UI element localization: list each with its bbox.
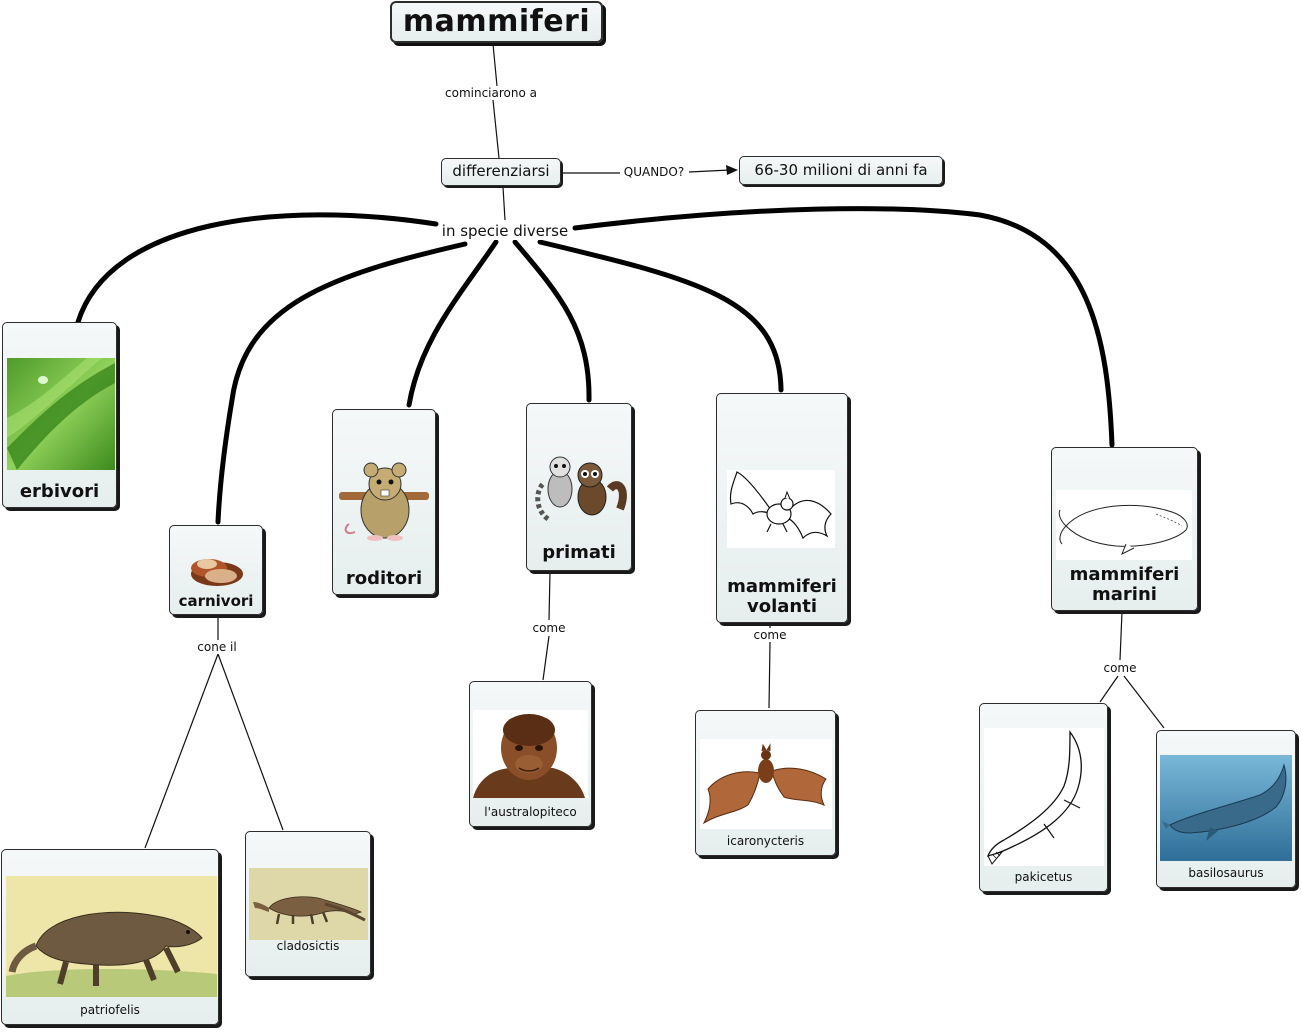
australopiteco-image bbox=[473, 710, 588, 798]
node-mammiferi-volanti[interactable]: mammiferi volanti bbox=[716, 393, 848, 623]
volanti-label: mammiferi volanti bbox=[727, 575, 837, 618]
carnivori-label: carnivori bbox=[178, 591, 254, 610]
roditori-label: roditori bbox=[345, 568, 423, 590]
node-basilosaurus[interactable]: basilosaurus bbox=[1156, 730, 1296, 888]
node-patriofelis[interactable]: patriofelis bbox=[1, 849, 219, 1025]
node-pakicetus[interactable]: pakicetus bbox=[979, 703, 1108, 892]
link-marini-come bbox=[1119, 611, 1123, 661]
node-carnivori[interactable]: carnivori bbox=[169, 525, 263, 615]
rodent-image bbox=[339, 462, 429, 541]
cladosictis-image bbox=[249, 868, 368, 940]
branch-roditori bbox=[406, 239, 499, 408]
basilosaurus-image bbox=[1160, 755, 1292, 861]
grass-image bbox=[7, 358, 115, 470]
basilosaurus-label: basilosaurus bbox=[1188, 866, 1264, 881]
icaronycteris-image bbox=[700, 739, 832, 829]
branch-volanti bbox=[537, 239, 784, 393]
arrow-head bbox=[726, 165, 738, 175]
differenziarsi-label: differenziarsi bbox=[452, 162, 550, 181]
link-label-cone-il: cone il bbox=[195, 640, 239, 654]
patriofelis-image bbox=[6, 876, 217, 997]
link-quando-period bbox=[688, 169, 731, 173]
link-cone-cladosictis bbox=[217, 653, 284, 831]
icaronycteris-label: icaronycteris bbox=[726, 834, 805, 849]
branch-erbivori bbox=[75, 212, 439, 325]
link-label-come-marini: come bbox=[1101, 661, 1139, 675]
node-primati[interactable]: primati bbox=[526, 403, 632, 571]
link-differenziarsi-specie bbox=[502, 186, 506, 221]
link-come-australopiteco bbox=[542, 635, 550, 681]
page-title: mammiferi bbox=[402, 3, 591, 39]
title-node[interactable]: mammiferi bbox=[390, 1, 603, 43]
node-erbivori[interactable]: erbivori bbox=[2, 322, 117, 508]
erbivori-label: erbivori bbox=[19, 481, 100, 503]
node-australopiteco[interactable]: l'australopiteco bbox=[469, 681, 592, 827]
link-label-come-primati: come bbox=[530, 621, 568, 635]
link-come-basilosaurus bbox=[1123, 675, 1165, 729]
whale-drawing-image bbox=[1056, 490, 1192, 560]
primati-label: primati bbox=[542, 542, 616, 564]
link-label-quando: QUANDO? bbox=[621, 165, 687, 179]
marini-label: mammiferi marini bbox=[1069, 563, 1180, 606]
lemur-image bbox=[535, 456, 627, 522]
bat-drawing-image bbox=[727, 470, 835, 548]
meat-image bbox=[191, 559, 243, 586]
node-roditori[interactable]: roditori bbox=[332, 409, 436, 595]
link-primati-come bbox=[548, 571, 551, 621]
patriofelis-label: patriofelis bbox=[80, 1003, 140, 1018]
link-cone-patriofelis bbox=[144, 653, 219, 849]
link-cominciarono-differenziarsi bbox=[492, 99, 500, 159]
node-time-period[interactable]: 66-30 milioni di anni fa bbox=[739, 156, 943, 185]
link-come-icaronycteris bbox=[768, 641, 771, 709]
node-cladosictis[interactable]: cladosictis bbox=[245, 831, 371, 977]
link-label-come-volanti: come bbox=[751, 628, 789, 642]
time-period-label: 66-30 milioni di anni fa bbox=[754, 160, 928, 179]
branch-carnivori bbox=[215, 241, 468, 525]
hub-label-in-specie: in specie diverse bbox=[439, 222, 571, 240]
node-differenziarsi[interactable]: differenziarsi bbox=[441, 158, 561, 186]
node-mammiferi-marini[interactable]: mammiferi marini bbox=[1051, 447, 1198, 611]
link-title-cominciarono bbox=[492, 43, 498, 87]
link-come-pakicetus bbox=[1099, 675, 1119, 703]
branch-primati bbox=[512, 239, 592, 403]
pakicetus-image bbox=[984, 728, 1104, 866]
australopiteco-label: l'australopiteco bbox=[484, 805, 577, 820]
link-label-cominciarono: cominciarono a bbox=[443, 86, 539, 100]
pakicetus-label: pakicetus bbox=[1014, 870, 1073, 885]
cladosictis-label: cladosictis bbox=[276, 939, 340, 954]
branch-marini bbox=[572, 206, 1115, 448]
node-icaronycteris[interactable]: icaronycteris bbox=[695, 710, 836, 856]
